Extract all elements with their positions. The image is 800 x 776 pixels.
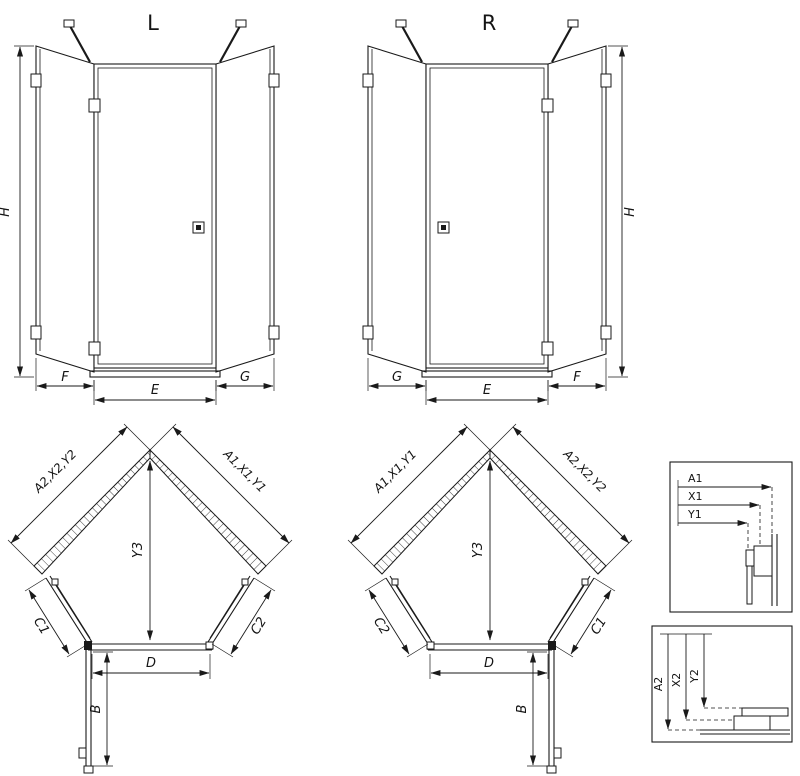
variant-label-left: L — [147, 11, 159, 35]
dim-label-h: H — [0, 207, 13, 217]
dimension-wall-right: A2,X2,Y2 — [489, 423, 633, 567]
dimension-b: B — [515, 651, 547, 767]
dim-label-y3: Y3 — [471, 542, 486, 558]
dim-label-d: D — [146, 656, 156, 671]
detail-label-y2: Y2 — [688, 669, 701, 684]
ceiling-strut-icon — [395, 19, 579, 63]
door-handle-icon — [192, 221, 205, 234]
dimension-c-right: C2 — [211, 577, 276, 658]
shower-tray-sill — [89, 370, 221, 378]
door-hinge-icon — [88, 98, 101, 356]
door-handle-icon — [437, 221, 450, 234]
shower-tray-sill — [421, 370, 553, 378]
dimension-c-left: C2 — [364, 577, 429, 658]
corner-fitting-icon — [426, 641, 435, 650]
wall-bracket-icon — [362, 73, 612, 340]
dim-label-wall-left: A1,X1,Y1 — [370, 447, 419, 496]
dimension-y3: Y3 — [471, 460, 494, 641]
open-door-plan — [78, 650, 94, 774]
side-panel-left-glass — [35, 45, 95, 373]
dimension-wall-left: A1,X1,Y1 — [347, 423, 491, 567]
dimension-wall-right: A1,X1,Y1 — [149, 423, 293, 567]
dimension-c-right: C1 — [551, 577, 616, 658]
dim-label-e: E — [151, 383, 160, 398]
door-hinge-plan-icon — [548, 641, 556, 650]
detail-section-bottom: A2 X2 Y2 — [651, 625, 793, 743]
dimension-wall-left: A2,X2,Y2 — [7, 423, 151, 567]
ceiling-strut-icon — [63, 19, 247, 63]
door-glass — [93, 63, 217, 369]
open-door-plan — [546, 650, 562, 774]
dim-label-b: B — [89, 704, 104, 713]
dim-label-c-left: C1 — [30, 615, 52, 638]
dimension-e: E — [425, 380, 549, 405]
dim-label-wall-right: A2,X2,Y2 — [560, 446, 609, 495]
detail-label-a1: A1 — [688, 472, 703, 485]
tray-front-edge — [88, 643, 213, 651]
plan-view-right: A1,X1,Y1 A2,X2,Y2 Y3 C2 C1 D — [347, 423, 633, 774]
dim-label-b: B — [515, 704, 530, 713]
dimension-g: G — [215, 358, 275, 391]
side-panel-left-plan — [45, 575, 93, 645]
dimension-e: E — [93, 380, 217, 405]
door-hinge-icon — [541, 98, 554, 356]
dimension-height: H — [0, 45, 34, 378]
side-panel-right-plan — [207, 575, 255, 645]
profile-section-top — [745, 534, 778, 606]
dim-label-wall-left: A2,X2,Y2 — [30, 447, 79, 496]
dim-label-e: E — [483, 383, 492, 398]
dim-label-c-right: C2 — [248, 615, 270, 638]
side-panel-right-plan — [547, 575, 595, 645]
dimension-f: F — [547, 358, 607, 391]
dim-label-h: H — [623, 207, 638, 217]
profile-section-bottom — [700, 707, 790, 735]
wall-bracket-icon — [30, 73, 280, 340]
dim-label-c-left: C2 — [370, 615, 392, 638]
dim-label-g: G — [240, 370, 250, 385]
side-panel-right-glass — [547, 45, 607, 373]
dimension-c-left: C1 — [24, 577, 89, 658]
detail-label-x2: X2 — [670, 673, 683, 688]
front-view-left: L — [0, 11, 280, 405]
variant-label-right: R — [482, 11, 497, 35]
detail-label-a2: A2 — [652, 677, 665, 692]
dim-label-wall-right: A1,X1,Y1 — [220, 446, 269, 495]
dim-label-g: G — [392, 370, 402, 385]
door-glass — [425, 63, 549, 369]
side-panel-right-glass — [215, 45, 275, 373]
dimension-b: B — [89, 651, 113, 767]
corner-fitting-icon — [205, 641, 214, 650]
door-hinge-plan-icon — [84, 641, 92, 650]
dim-label-d: D — [484, 656, 494, 671]
detail-label-x1: X1 — [688, 490, 703, 503]
dimension-d: D — [429, 654, 549, 679]
detail-section-top: A1 X1 Y1 — [669, 461, 793, 613]
dim-label-c-right: C1 — [588, 615, 610, 638]
side-panel-left-glass — [367, 45, 427, 373]
front-view-right: R — [362, 11, 638, 405]
dim-label-f: F — [573, 370, 581, 385]
dimension-y3: Y3 — [131, 460, 154, 641]
dim-label-y3: Y3 — [131, 542, 146, 558]
plan-view-left: A2,X2,Y2 A1,X1,Y1 Y3 C1 C2 D — [7, 423, 293, 774]
dimension-height: H — [608, 45, 638, 378]
tray-front-edge — [427, 643, 552, 651]
dimension-d: D — [91, 654, 211, 679]
side-panel-left-plan — [385, 575, 433, 645]
detail-label-y1: Y1 — [687, 508, 702, 521]
dim-label-f: F — [61, 370, 69, 385]
